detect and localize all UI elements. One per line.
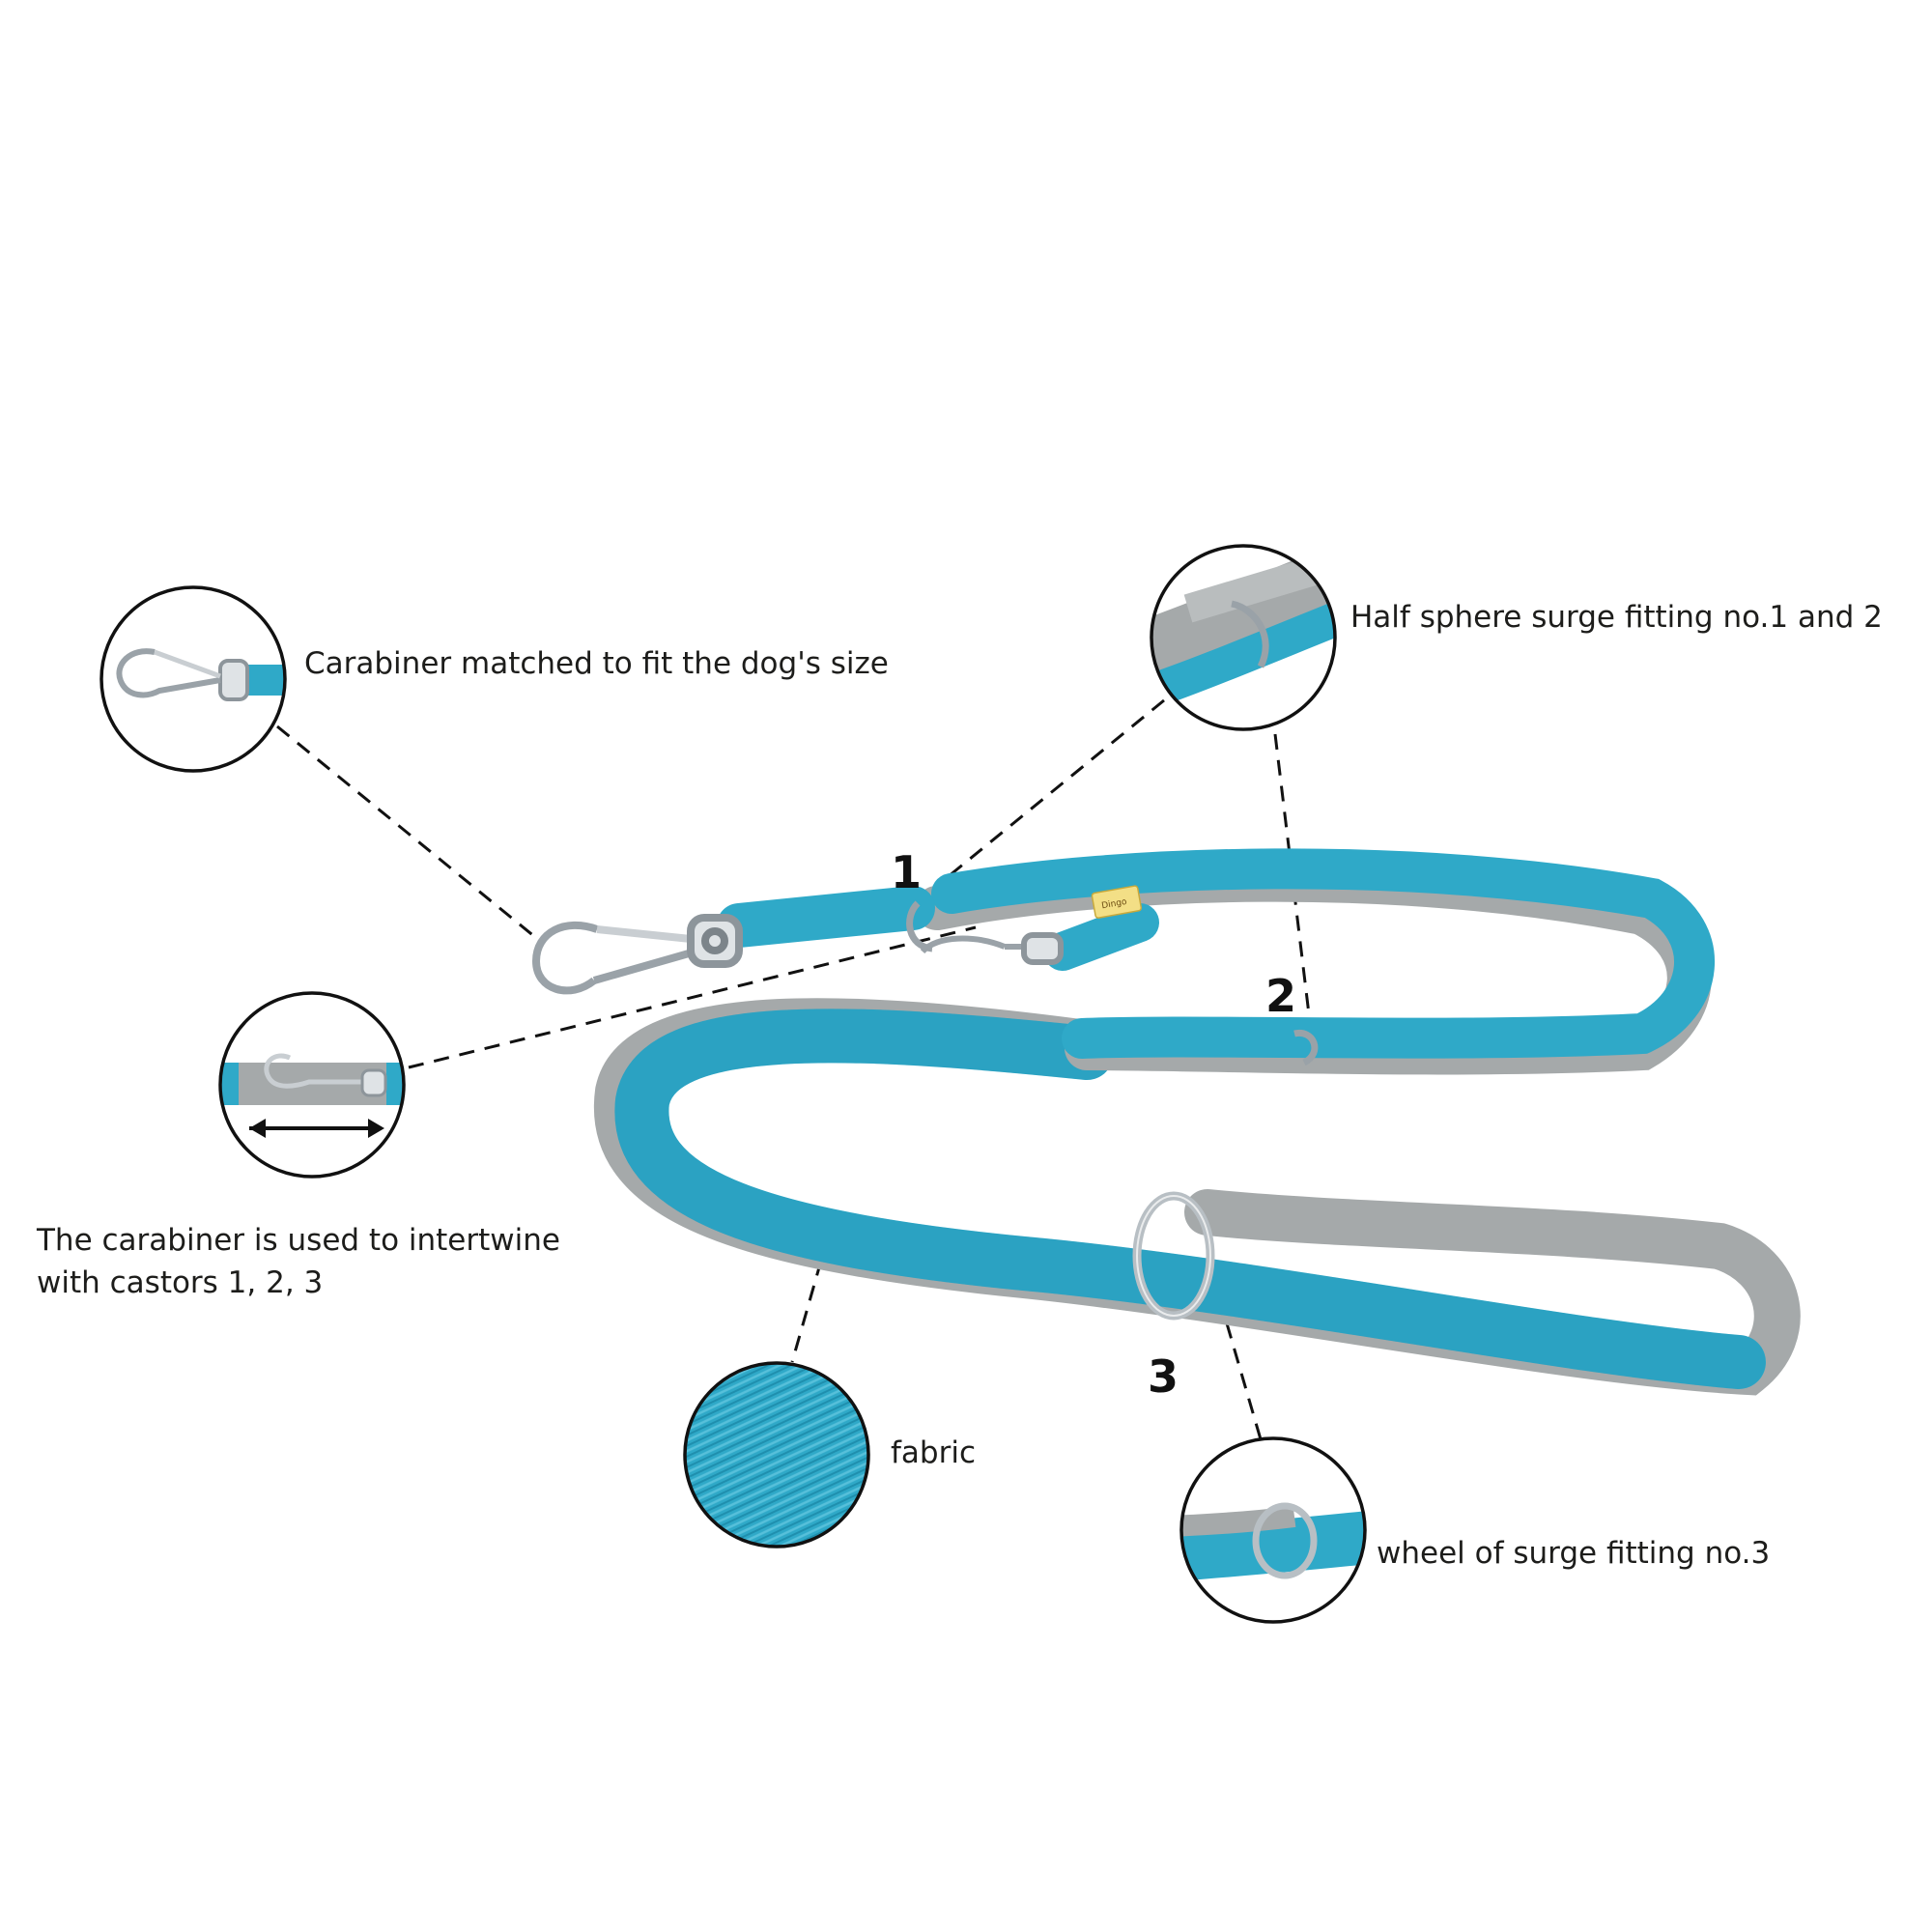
main-carabiner-icon xyxy=(531,914,743,995)
leader-line-carabiner xyxy=(276,724,542,944)
leash-clip-strap xyxy=(717,886,935,948)
brand-tag-label: Dingo xyxy=(1101,897,1128,912)
brand-tag: Dingo xyxy=(1091,885,1143,919)
fitting-3-o-ring-shine xyxy=(1136,1195,1211,1317)
leader-line-fabric xyxy=(790,1260,823,1363)
leader-line-intertwine xyxy=(408,925,977,1069)
leash-lower-loop xyxy=(614,1009,1766,1389)
callout-intertwine-label-line2: with castors 1, 2, 3 xyxy=(37,1265,324,1300)
small-carabiner-icon xyxy=(920,932,1064,965)
callout-half-sphere-label: Half sphere surge fitting no.1 and 2 xyxy=(1350,600,1883,635)
leader-line-wheel xyxy=(1225,1322,1263,1440)
callout-fabric-label: fabric xyxy=(891,1435,976,1470)
callout-intertwine-label-line1: The carabiner is used to intertwine xyxy=(37,1223,560,1258)
callout-intertwine-circle xyxy=(218,991,406,1179)
fitting-1-d-ring-icon xyxy=(906,900,933,952)
callout-carabiner-circle xyxy=(99,585,287,773)
leash-illustration: Dingo xyxy=(531,848,1801,1396)
fitting-number-1: 1 xyxy=(891,846,923,898)
fitting-2-d-ring-icon xyxy=(1293,1029,1319,1066)
fitting-number-2: 2 xyxy=(1265,970,1297,1022)
leash-lower-loop-edge xyxy=(614,1009,1766,1389)
leash-second-clip-strap xyxy=(1043,903,1159,971)
callout-wheel-label: wheel of surge fitting no.3 xyxy=(1377,1536,1771,1571)
callout-carabiner-label: Carabiner matched to fit the dog's size xyxy=(304,646,889,681)
callout-wheel-circle xyxy=(1179,1436,1367,1624)
fitting-number-3: 3 xyxy=(1148,1350,1179,1403)
callout-fabric-circle xyxy=(683,1361,870,1548)
